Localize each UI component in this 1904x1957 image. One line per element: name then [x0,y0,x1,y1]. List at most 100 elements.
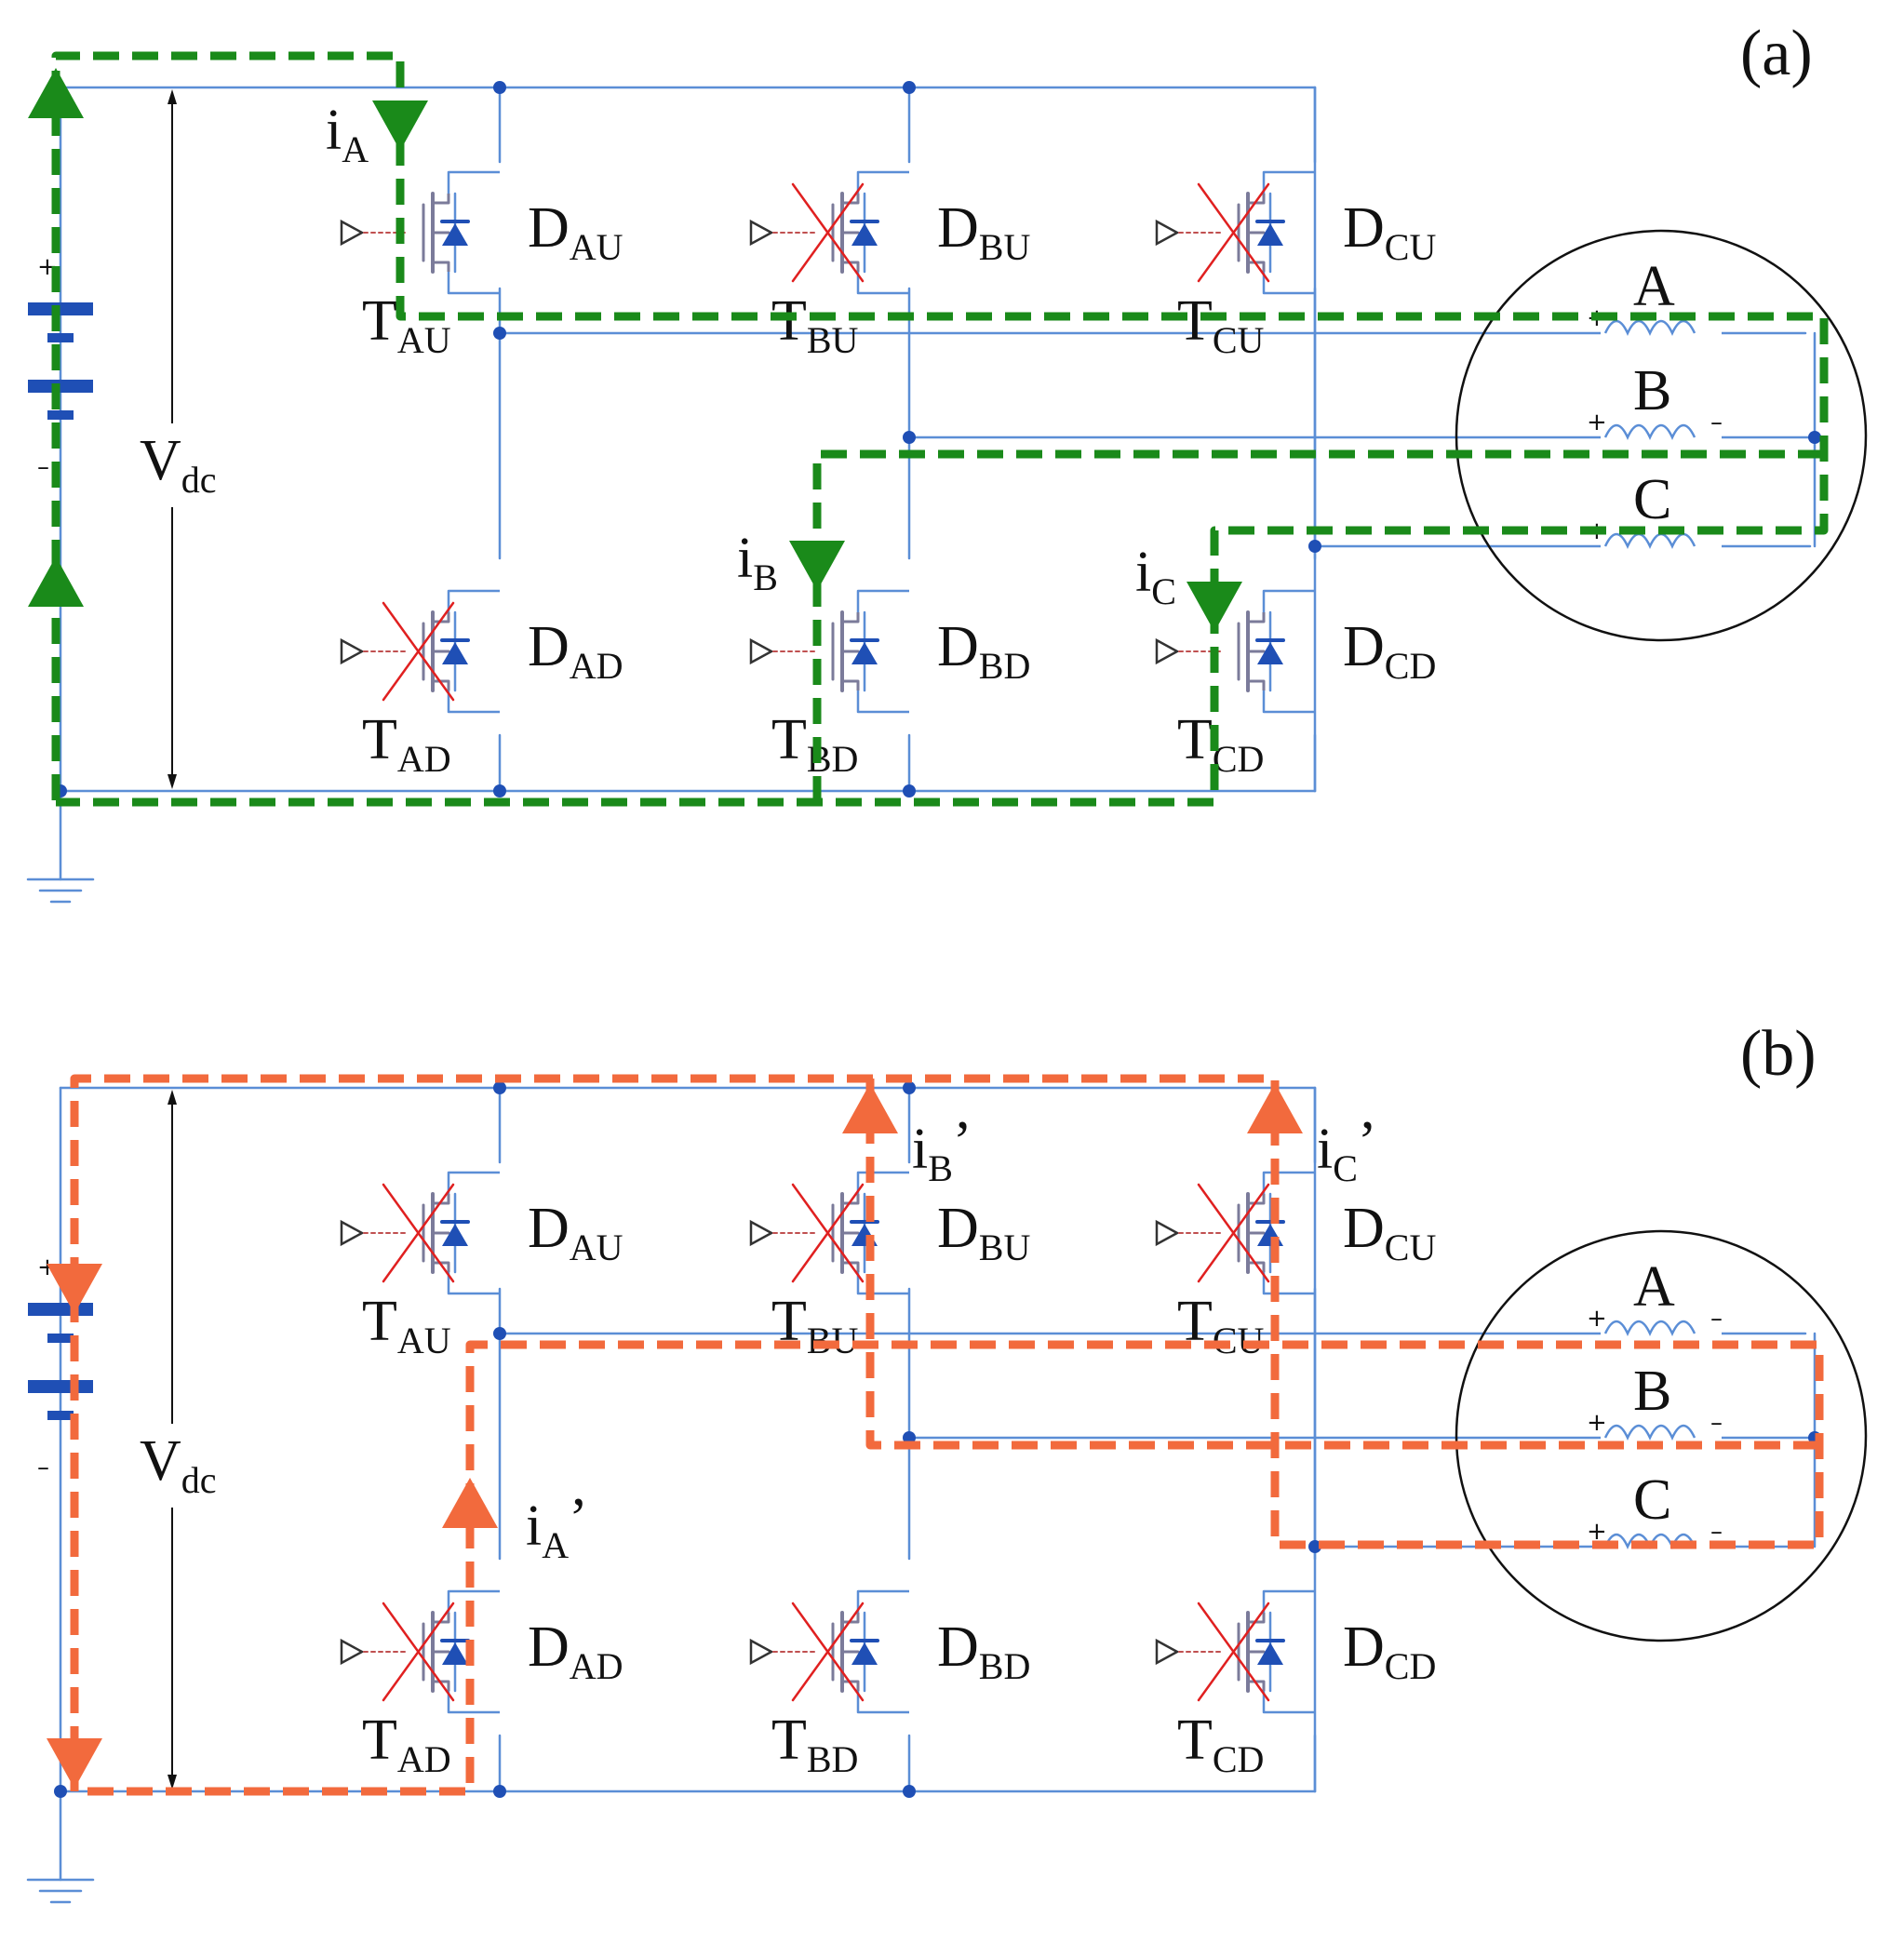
transistor-label-sub: CU [1213,319,1265,361]
diode-label: DBD [937,615,1030,687]
winding-coil-icon [1603,532,1696,549]
junction-node [493,1785,506,1798]
mosfet-source [433,679,450,690]
diode-icon [851,642,878,664]
current-label-main: i [1135,541,1151,604]
transistor-label: TAU [362,1290,451,1361]
arrow-head-icon [47,1738,102,1789]
winding-plus-sign: + [1587,1305,1607,1333]
winding-coil-icon [1603,319,1696,336]
arrow-head-icon [28,68,84,118]
mosfet-source [1248,679,1266,690]
current-label-sub: A [542,1524,569,1566]
diode-label-sub: AU [570,226,623,268]
winding-minus-sign: – [1710,1518,1723,1546]
transistor-label-main: T [771,1709,807,1772]
junction-node [493,327,506,340]
mosfet-drain [433,1194,450,1205]
arrow-head-icon [442,1478,498,1528]
diode-label-sub: BD [979,1645,1031,1687]
diode-label-main: D [937,615,979,678]
transistor-label: TAU [362,289,451,361]
winding-a [1603,319,1696,336]
gate-drive-icon [749,637,774,665]
vdc-label: Vdc [140,1429,217,1501]
diode-label-main: D [528,615,570,678]
battery-plate [28,380,93,393]
junction-node [903,1081,916,1094]
junction-node [493,784,506,798]
arrow-head-icon [372,101,428,151]
junction-node [903,784,916,798]
device-upper-lead [856,1589,909,1613]
diode-icon [442,1642,468,1665]
junction-node [903,431,916,444]
motor: A+–B+–C+– [1455,229,1868,642]
mosfet-drain [842,1613,860,1624]
transistor-label-sub: AD [397,738,451,780]
junction-node [493,1327,506,1340]
switch-device [340,170,500,295]
device-lower-lead [856,1272,909,1295]
current-label-prime: ’ [569,1487,588,1550]
switch-device [1155,1171,1315,1295]
winding-bg [1601,303,1722,335]
diode-label-sub: AD [570,645,623,687]
off-cross-line [791,1183,865,1283]
current-label-sub: C [1151,570,1176,612]
switch-device [340,1171,500,1295]
diode-icon [442,642,468,664]
device-lower-lead [447,1272,500,1295]
transistor-label-main: T [362,1709,397,1772]
motor-outline [1455,229,1868,642]
current-label-sub: B [928,1147,953,1189]
diode-label: DAD [528,615,623,687]
switch-device [749,170,909,295]
diode-label-main: D [1343,196,1385,260]
diode-label: DBD [937,1615,1030,1687]
switch-device [749,589,909,714]
winding-label: C [1633,468,1671,531]
device-upper-lead [447,170,500,194]
transistor-label-main: T [1177,708,1213,771]
diode-label-main: D [528,1197,570,1260]
transistor-label: TBU [771,289,859,361]
battery-minus-sign: – [37,453,49,481]
gate-drive-icon [340,637,365,665]
mosfet-drain [433,1613,450,1624]
gate-drive-icon [1155,637,1180,665]
gate-drive-icon [749,1638,774,1666]
battery-plate [47,1411,74,1420]
current-label: iA [326,99,369,170]
off-cross-line [791,182,865,283]
mosfet-source [1248,261,1266,272]
diode-label: DCU [1343,1197,1436,1268]
mosfet-drain [1248,194,1266,205]
diode-icon [1257,223,1283,246]
diode-label-main: D [1343,1615,1385,1679]
mosfet-source [433,1680,450,1691]
winding-bg [1601,1304,1722,1335]
device-upper-lead [1262,1589,1315,1613]
transistor-label-main: T [362,1290,397,1353]
panel-a: (a)+–VdcDAUTAUDBUTBUDCUTCUDADTADDBDTBDDC… [26,18,1868,904]
vdc-label-bg [130,423,233,507]
device-lower-lead [856,272,909,295]
junction-node [903,81,916,94]
winding-b [1603,423,1696,440]
diode-label-sub: BU [979,1226,1031,1268]
winding-plus-sign: + [1587,1518,1607,1546]
panel-b: (b)+–VdcDAUTAUDBUTBUDCUTCUDADTADDBDTBDDC… [26,1018,1868,1904]
device-lower-lead [1262,690,1315,714]
diode-label: DBU [937,196,1030,268]
winding-c [1603,532,1696,549]
diode-label-sub: AD [570,1645,623,1687]
current-paths: iA’iB’iC’ [47,1074,1824,1796]
switch-device [340,589,500,714]
mosfet-drain [433,194,450,205]
current-label: iB [737,527,778,598]
battery-plate [28,1380,93,1393]
